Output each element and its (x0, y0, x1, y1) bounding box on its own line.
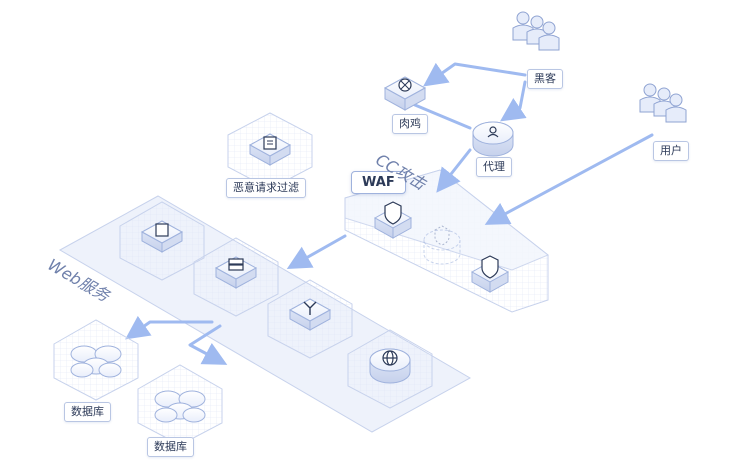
waf-shield-1 (373, 201, 413, 239)
malicious-filter-node (227, 112, 313, 190)
arrow-web-to-db2 (188, 324, 228, 365)
database-label-2: 数据库 (147, 437, 194, 457)
database-node-1 (53, 319, 139, 401)
zombie-host-icon (398, 78, 412, 92)
split-icon (303, 301, 317, 315)
arrow-web-to-db1 (125, 315, 214, 340)
zombie-node (383, 76, 427, 111)
arrow-hacker-to-proxy (500, 80, 527, 122)
document-icon (155, 223, 169, 237)
connection-lines (125, 62, 654, 365)
web-server-3 (267, 279, 353, 359)
document-icon (263, 136, 277, 150)
waf-shield-3 (470, 255, 510, 293)
arrow-waf-to-web (286, 234, 347, 269)
proxy-label: 代理 (476, 157, 512, 177)
shield-icon (384, 201, 402, 225)
web-server-2 (193, 237, 279, 317)
waf-label: WAF (351, 171, 406, 194)
database-node-2 (137, 364, 223, 446)
shield-icon (481, 255, 499, 279)
arrow-user-to-waf (484, 133, 654, 225)
arrow-hacker-to-zombie (423, 62, 527, 87)
user-group-icon (639, 83, 687, 123)
database-icon (154, 390, 206, 423)
user-label: 用户 (653, 141, 689, 161)
globe-icon (382, 350, 398, 366)
arrow-proxy-to-waf (436, 148, 472, 193)
arrow-zombie-to-proxy (413, 103, 472, 130)
web-server-4 (347, 329, 433, 409)
waf-shield-2 (423, 225, 461, 265)
proxy-node (472, 121, 514, 157)
hacker-label: 黑客 (527, 69, 563, 89)
database-icon (70, 345, 122, 378)
proxy-icon (487, 126, 499, 138)
database-label-1: 数据库 (64, 402, 111, 422)
server-icon (228, 258, 244, 271)
zombie-label: 肉鸡 (392, 114, 428, 134)
hacker-group-icon (512, 11, 560, 51)
malicious-filter-label: 恶意请求过滤 (226, 178, 306, 198)
